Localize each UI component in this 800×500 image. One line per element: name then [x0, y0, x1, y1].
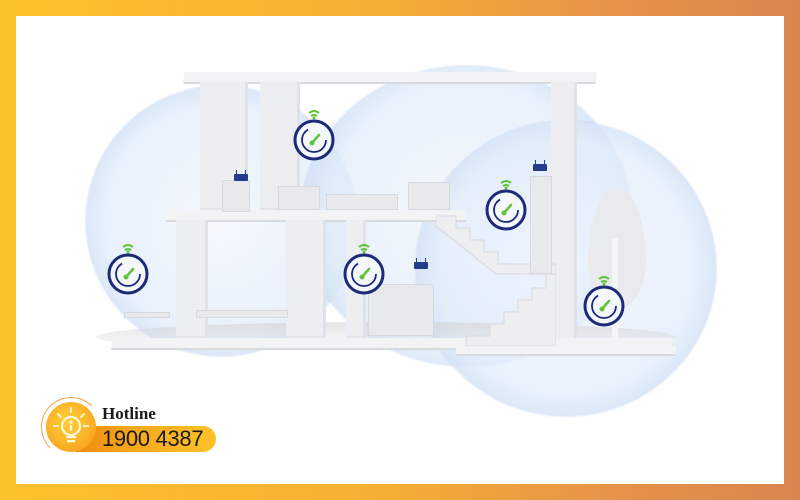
hotline-number[interactable]: 1900 4387 [102, 426, 204, 451]
bulb-arc-decoration [41, 397, 101, 457]
lower-left-wall [176, 220, 208, 338]
speed-gauge-icon [292, 106, 336, 162]
speed-gauge-icon [342, 240, 386, 296]
illustration-canvas: Hotline 1900 4387 [16, 16, 784, 484]
upper-cabinet [222, 180, 250, 212]
speed-gauge-icon [484, 176, 528, 232]
armchair-right [408, 182, 450, 210]
dresser [368, 284, 434, 336]
middle-floor-slab [166, 210, 466, 220]
speed-gauge-icon [582, 272, 626, 328]
hotline-badge[interactable]: Hotline 1900 4387 [41, 392, 216, 458]
hotline-label: Hotline [102, 404, 156, 423]
staircase [436, 215, 556, 346]
roof-slab [183, 72, 597, 82]
router-icon [234, 170, 248, 181]
sofa [326, 194, 398, 210]
shelf-tower [530, 176, 552, 274]
speed-gauge-icon [106, 240, 150, 296]
armchair-left [278, 186, 320, 210]
lightbulb-info-icon [46, 402, 96, 452]
garden-base [456, 346, 676, 354]
router-icon [414, 258, 428, 269]
lower-middle-wall [286, 220, 326, 338]
router-icon [533, 160, 547, 171]
outdoor-table [124, 312, 170, 318]
dining-table [196, 310, 288, 318]
